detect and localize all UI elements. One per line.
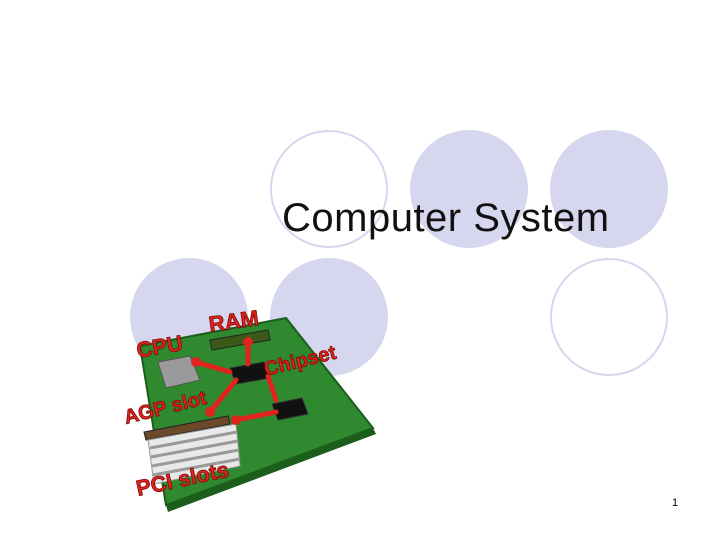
motherboard-illustration: CPU RAM Chipset AGP slot PCI slots — [121, 305, 376, 512]
ram-slots — [209, 329, 271, 351]
page-number: 1 — [672, 497, 679, 509]
slide-title: Computer System — [282, 196, 610, 240]
chipset-southbridge-chip — [271, 397, 309, 421]
decor-circle-2 — [410, 130, 528, 248]
agp-slot — [143, 415, 231, 441]
pci-slots-area — [147, 423, 241, 485]
board-edge — [166, 428, 376, 512]
decor-circle-1 — [270, 130, 388, 248]
cpu-socket — [157, 355, 201, 389]
decor-circle-6 — [550, 258, 668, 376]
decor-circle-3 — [550, 130, 668, 248]
